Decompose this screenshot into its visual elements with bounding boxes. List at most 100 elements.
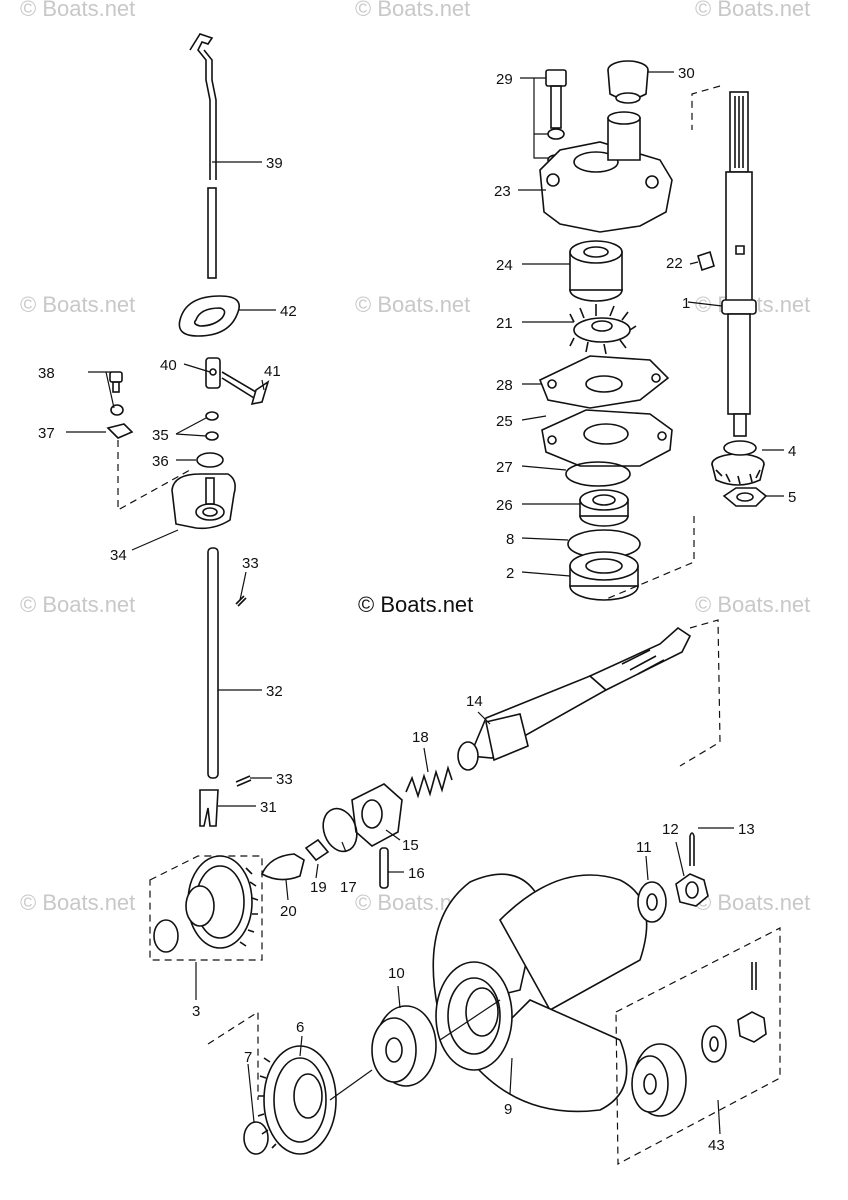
part-label-9: 9 — [504, 1101, 512, 1118]
part-label-37: 37 — [38, 425, 55, 442]
part-label-8: 8 — [506, 531, 514, 548]
part-14-clutch-splines — [485, 713, 529, 762]
part-label-6: 6 — [296, 1019, 304, 1036]
part-label-4: 4 — [788, 443, 796, 460]
part-label-33: 33 — [242, 555, 259, 572]
part-label-31: 31 — [260, 799, 277, 816]
part-label-14: 14 — [466, 693, 483, 710]
part-34-shift-housing — [171, 473, 236, 530]
part-label-13: 13 — [738, 821, 755, 838]
part-20-cam-follower — [260, 853, 305, 881]
part-43-kit-boundary — [615, 927, 781, 1165]
part-label-3: 3 — [192, 1003, 200, 1020]
assembly-axis-line — [439, 999, 501, 1041]
part-14-shaft-end — [457, 741, 479, 771]
part-label-35: 35 — [152, 427, 169, 444]
watermark: © Boats.net — [20, 592, 135, 617]
part-27-o-ring — [565, 461, 631, 487]
part-38-screw — [109, 371, 124, 416]
part-7-thrust-washer — [243, 1121, 269, 1155]
part-label-16: 16 — [408, 865, 425, 882]
part-32-shift-rod — [207, 547, 219, 779]
part-16-pin — [379, 847, 389, 889]
watermark: © Boats.net — [355, 0, 470, 21]
part-19-spring-guide — [304, 838, 330, 862]
watermark: © Boats.net — [355, 292, 470, 317]
part-35-washer — [205, 411, 219, 421]
part-36-o-ring — [196, 452, 224, 468]
watermark: © Boats.net — [695, 592, 810, 617]
part-21-impeller — [569, 304, 637, 355]
part-label-12: 12 — [662, 821, 679, 838]
part-42-grommet — [178, 295, 240, 337]
part-23-water-pump-housing — [539, 111, 673, 233]
part-1-drive-shaft — [721, 91, 757, 437]
part-label-20: 20 — [280, 903, 297, 920]
part-18-spring — [405, 765, 453, 799]
leader-lines — [66, 71, 784, 1135]
part-label-15: 15 — [402, 837, 419, 854]
part-17-retaining-ring — [322, 807, 358, 853]
part-label-21: 21 — [496, 315, 513, 332]
assembly-guide-line — [117, 440, 191, 512]
part-2-bearing — [569, 551, 639, 601]
part-label-38: 38 — [38, 365, 55, 382]
assembly-guide-line — [603, 516, 695, 601]
part-label-1: 1 — [682, 295, 690, 312]
part-label-34: 34 — [110, 547, 127, 564]
part-label-28: 28 — [496, 377, 513, 394]
part-22-key — [697, 250, 715, 272]
assembly-axis-line — [329, 1069, 373, 1101]
part-label-29: 29 — [496, 71, 513, 88]
watermark: © Boats.net — [20, 890, 135, 915]
part-43-kit — [631, 962, 767, 1117]
part-label-19: 19 — [310, 879, 327, 896]
part-3-reverse-gear — [153, 855, 259, 953]
watermark: © Boats.net — [20, 292, 135, 317]
part-11-washer — [637, 881, 667, 923]
part-label-23: 23 — [494, 183, 511, 200]
part-10-thrust-hub — [371, 1005, 437, 1087]
part-label-11: 11 — [636, 839, 652, 856]
part-9-propeller — [432, 873, 648, 1113]
part-31-shift-cam — [199, 789, 219, 827]
part-35-washer — [205, 431, 219, 441]
watermark-group: © Boats.net © Boats.net © Boats.net © Bo… — [20, 0, 810, 915]
part-label-42: 42 — [280, 303, 297, 320]
part-6-forward-gear — [257, 1045, 337, 1155]
part-label-18: 18 — [412, 729, 429, 746]
part-label-40: 40 — [160, 357, 177, 374]
watermark: © Boats.net — [695, 0, 810, 21]
part-28-gasket-plate — [538, 355, 670, 409]
part-25-pump-base — [541, 409, 673, 467]
part-label-5: 5 — [788, 489, 796, 506]
assembly-guide-line — [679, 619, 721, 767]
watermark: © Boats.net — [20, 0, 135, 21]
part-label-26: 26 — [496, 497, 513, 514]
part-5-nut — [722, 487, 768, 507]
part-label-30: 30 — [678, 65, 695, 82]
part-37-clip — [106, 423, 134, 439]
part-4-pinion-gear — [711, 440, 765, 486]
part-label-17: 17 — [340, 879, 357, 896]
part-label-10: 10 — [388, 965, 405, 982]
part-12-nut — [675, 873, 709, 907]
part-label-41: 41 — [264, 363, 281, 380]
part-30-water-tube-seal — [607, 60, 649, 104]
center-watermark: © Boats.net — [358, 592, 473, 617]
part-39-shift-rod — [189, 33, 217, 279]
part-labels: 1 2 3 4 5 6 7 8 9 10 11 12 13 14 15 16 1… — [38, 65, 796, 1154]
part-label-2: 2 — [506, 565, 514, 582]
part-label-43: 43 — [708, 1137, 725, 1154]
part-label-33: 33 — [276, 771, 293, 788]
part-label-27: 27 — [496, 459, 513, 476]
watermark: © Boats.net — [695, 890, 810, 915]
part-label-7: 7 — [244, 1049, 252, 1066]
part-13-cotter-pin — [689, 832, 695, 866]
part-26-bearing — [579, 489, 629, 527]
part-label-22: 22 — [666, 255, 683, 272]
assembly-guide-line — [691, 85, 721, 130]
part-40-connector — [205, 357, 270, 406]
part-3-boundary — [149, 855, 263, 961]
